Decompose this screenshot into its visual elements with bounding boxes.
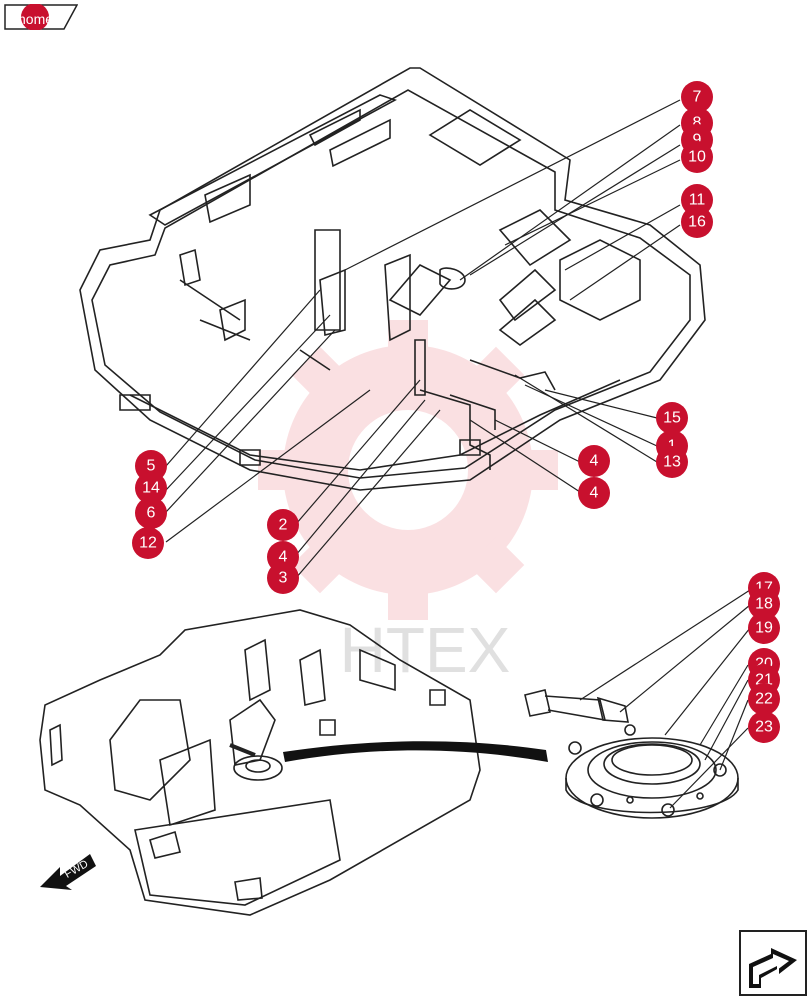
callout-13[interactable]: 13 [656,446,688,478]
svg-text:3: 3 [279,570,288,587]
callout-3[interactable]: 3 [267,562,299,594]
svg-text:5: 5 [147,458,156,475]
callout-4a[interactable]: 4 [578,445,610,477]
svg-text:18: 18 [755,596,773,613]
svg-text:11: 11 [689,192,706,209]
home-button[interactable]: home [4,3,79,31]
svg-text:16: 16 [688,214,706,231]
seal-ring-detail [524,689,739,819]
home-label: home [18,11,54,27]
svg-text:4: 4 [279,549,288,566]
callout-18[interactable]: 18 [748,588,780,620]
svg-text:19: 19 [755,620,773,637]
callout-4b[interactable]: 4 [578,477,610,509]
svg-text:14: 14 [142,480,160,497]
callout-14[interactable]: 14 [135,472,167,504]
svg-text:22: 22 [755,691,773,708]
callout-5[interactable]: 5 [135,450,167,482]
svg-text:4: 4 [590,453,599,470]
callout-23[interactable]: 23 [748,711,780,743]
callout-16[interactable]: 16 [681,206,713,238]
lower-frame-drawing [39,609,481,916]
forward-arrow-icon: FWD [40,854,96,890]
detail-connector [283,741,548,762]
svg-text:8: 8 [693,115,702,132]
forward-nav-icon [739,930,807,996]
svg-text:15: 15 [663,410,681,427]
callout-22[interactable]: 22 [748,683,780,715]
svg-text:1: 1 [668,438,677,455]
home-tab-shape [4,3,79,31]
svg-text:23: 23 [755,719,773,736]
callout-10[interactable]: 10 [681,141,713,173]
svg-text:2: 2 [279,517,288,534]
part-callouts: 7 8 9 10 11 16 15 1 13 4 4 5 14 6 12 2 4… [132,81,780,743]
callout-6[interactable]: 6 [135,497,167,529]
svg-text:13: 13 [663,454,681,471]
callout-15[interactable]: 15 [656,402,688,434]
svg-text:7: 7 [693,89,702,106]
upper-frame-drawing [79,67,706,491]
next-page-button[interactable] [739,930,807,996]
callout-12[interactable]: 12 [132,527,164,559]
svg-text:4: 4 [590,485,599,502]
callout-11[interactable]: 11 [681,184,713,216]
callout-2[interactable]: 2 [267,509,299,541]
callout-7[interactable]: 7 [681,81,713,113]
leader-lines [165,99,751,809]
svg-text:12: 12 [139,535,157,552]
svg-text:9: 9 [693,132,702,149]
svg-text:6: 6 [147,505,156,522]
callout-19[interactable]: 19 [748,612,780,644]
svg-text:10: 10 [688,149,706,166]
